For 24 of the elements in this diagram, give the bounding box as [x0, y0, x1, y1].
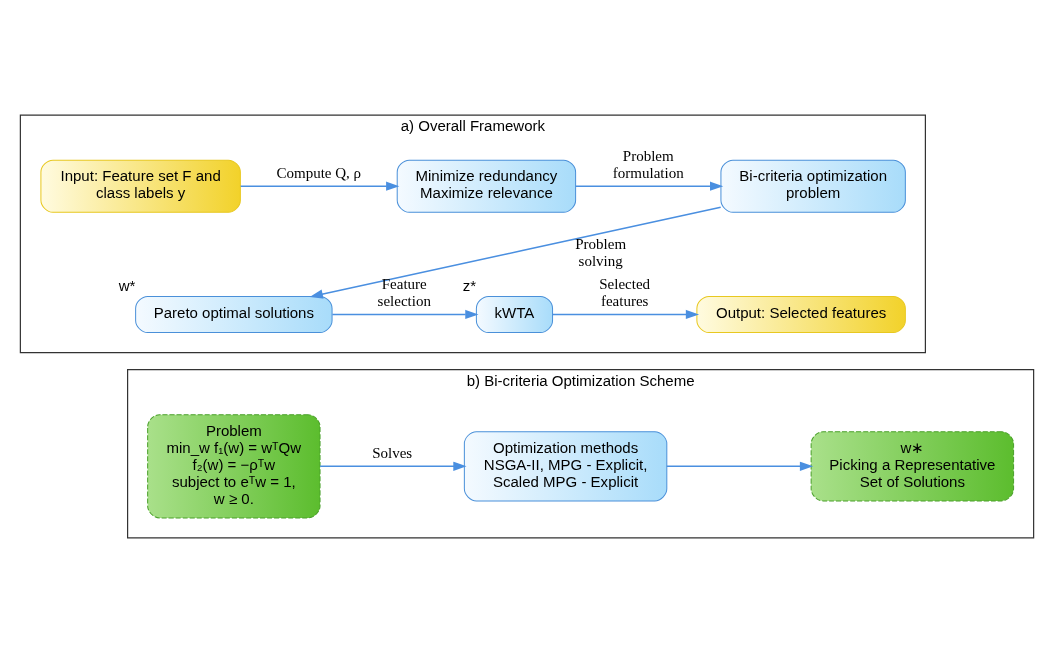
edge-label: Problem solving: [575, 235, 627, 269]
node-box: Bi-criteria optimization problem: [720, 159, 906, 213]
node-box: Optimization methods NSGA-II, MPG - Explicit, Scaled MPG - Explicit: [463, 430, 668, 501]
arrow: [319, 461, 467, 471]
node-box: Output: Selected features: [696, 295, 906, 333]
edge-label: Solves: [372, 444, 413, 461]
edge-label: Selected features: [599, 275, 651, 309]
node-box: Problem min_w f₁(w) = wᵀQw f₂(w) = −ρᵀw subject to eᵀw = 1, w ≥ 0.: [147, 413, 321, 518]
node-box: kWTA: [475, 295, 554, 333]
arrow: [239, 181, 400, 191]
arrow: [666, 461, 814, 471]
node-box: Minimize redundancy Maximize relevance: [396, 159, 577, 213]
edge-label: Feature selection: [377, 275, 431, 309]
arrow: [574, 181, 724, 191]
node-box: Input: Feature set F and class labels y: [40, 159, 241, 213]
arrow: [331, 309, 479, 319]
edge-label: Compute Q, ρ: [276, 164, 362, 181]
edge-label: Problem formulation: [612, 147, 684, 181]
node-box: Pareto optimal solutions: [135, 295, 333, 333]
arrow: [309, 206, 722, 299]
node-label: w*: [118, 276, 136, 294]
arrow: [552, 309, 700, 319]
node-label: z*: [462, 276, 477, 294]
node-box: w∗ Picking a Representative Set of Solutions: [810, 430, 1015, 501]
